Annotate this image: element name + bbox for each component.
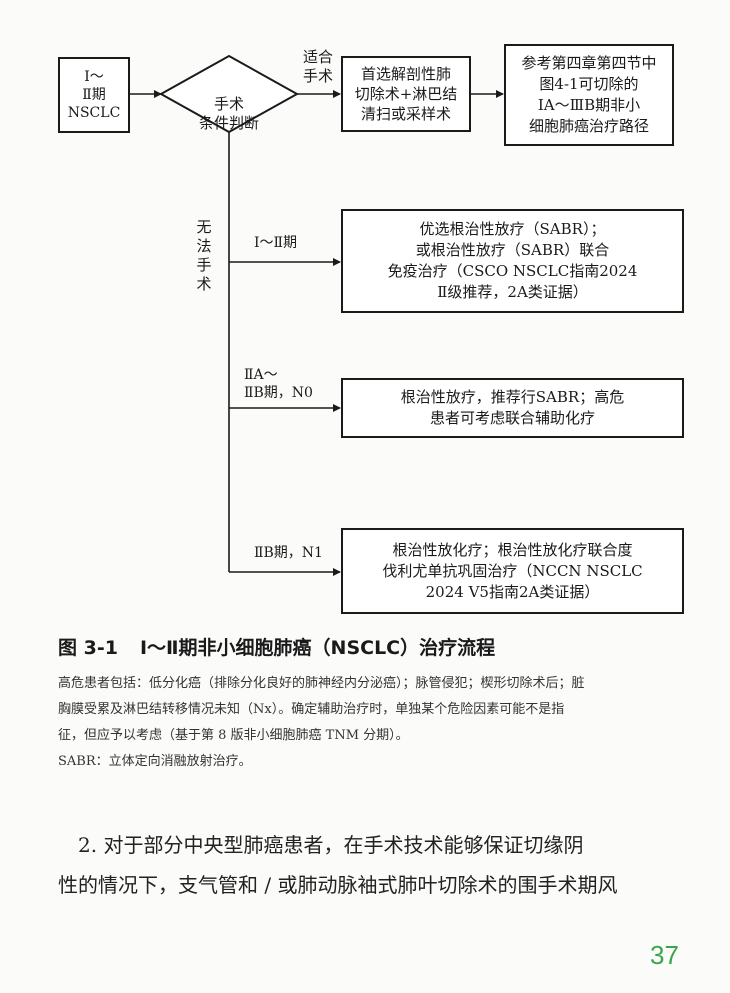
note-line-3: 征，但应予以考虑（基于第 8 版非小细胞肺癌 TNM 分期）。: [58, 728, 409, 743]
note-line-1: 高危患者包括：低分化癌（排除分化良好的肺神经内分泌癌）；脉管侵犯；楔形切除术后；…: [58, 676, 585, 691]
branch3-box: 根治性放化疗；根治性放化疗联合度 伐利尤单抗巩固治疗（NCCN NSCLC 20…: [341, 528, 684, 614]
branch1-label: Ⅰ～Ⅱ期: [254, 235, 298, 251]
label-surgery: 适合 手术: [302, 48, 333, 85]
surgery-box: 首选解剖性肺 切除术+淋巴结 清扫或采样术: [341, 56, 471, 132]
note-line-2: 胸膜受累及淋巴结转移情况未知（Nx）。确定辅助治疗时，单独某个危险因素可能不是指: [58, 702, 565, 717]
note-line-4: SABR：立体定向消融放射治疗。: [58, 754, 252, 769]
surgery-box-text: 首选解剖性肺 切除术+淋巴结 清扫或采样术: [354, 65, 458, 123]
branch2-box: 根治性放疗，推荐行SABR；高危 患者可考虑联合辅助化疗: [341, 378, 684, 438]
label-no-surgery: 无法手术: [196, 218, 212, 293]
figure-number: 图 3-1: [58, 637, 118, 659]
branch2-label: ⅡA～ ⅡB期，N0: [244, 367, 313, 401]
decision-label: 手术 条件判断: [198, 95, 259, 132]
body-line-2: 性的情况下，支气管和 / 或肺动脉袖式肺叶切除术的围手术期风: [58, 873, 618, 897]
body-line-1: 2. 对于部分中央型肺癌患者，在手术技术能够保证切缘阴: [78, 833, 584, 857]
start-box-text: Ⅰ～ Ⅱ期 NSCLC: [67, 69, 121, 121]
figure-caption: 图 3-1 Ⅰ～Ⅱ期非小细胞肺癌（NSCLC）治疗流程: [58, 633, 495, 660]
branch1-box: 优选根治性放疗（SABR）； 或根治性放疗（SABR）联合 免疫治疗（CSCO …: [341, 209, 684, 313]
branch1-box-text: 优选根治性放疗（SABR）； 或根治性放疗（SABR）联合 免疫治疗（CSCO …: [387, 220, 638, 301]
reference-box-text: 参考第四章第四节中 图4-1可切除的 ⅠA～ⅢB期非小 细胞肺癌治疗路径: [521, 54, 657, 135]
reference-box: 参考第四章第四节中 图4-1可切除的 ⅠA～ⅢB期非小 细胞肺癌治疗路径: [504, 44, 674, 146]
page-number: 37: [650, 940, 679, 970]
branch2-box-text: 根治性放疗，推荐行SABR；高危 患者可考虑联合辅助化疗: [400, 388, 625, 427]
start-box: Ⅰ～ Ⅱ期 NSCLC: [58, 57, 130, 133]
branch3-box-text: 根治性放化疗；根治性放化疗联合度 伐利尤单抗巩固治疗（NCCN NSCLC 20…: [382, 540, 643, 601]
decision-text: 手术 条件判断: [189, 76, 269, 133]
branch3-label: ⅡB期，N1: [254, 545, 323, 561]
figure-title: Ⅰ～Ⅱ期非小细胞肺癌（NSCLC）治疗流程: [139, 637, 496, 659]
